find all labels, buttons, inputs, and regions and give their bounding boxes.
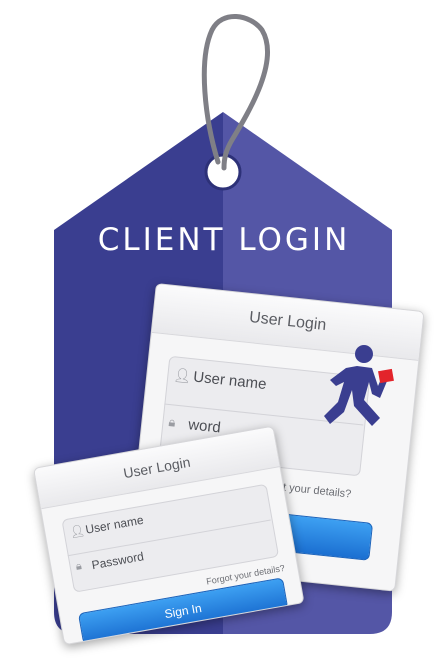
tag-string-icon bbox=[201, 14, 270, 171]
running-person-icon bbox=[324, 345, 394, 426]
tag-hole bbox=[206, 155, 240, 189]
tag-title: CLIENT LOGIN bbox=[97, 222, 351, 258]
user-icon: 👤︎ bbox=[68, 523, 86, 540]
user-icon: 👤︎ bbox=[172, 366, 193, 385]
